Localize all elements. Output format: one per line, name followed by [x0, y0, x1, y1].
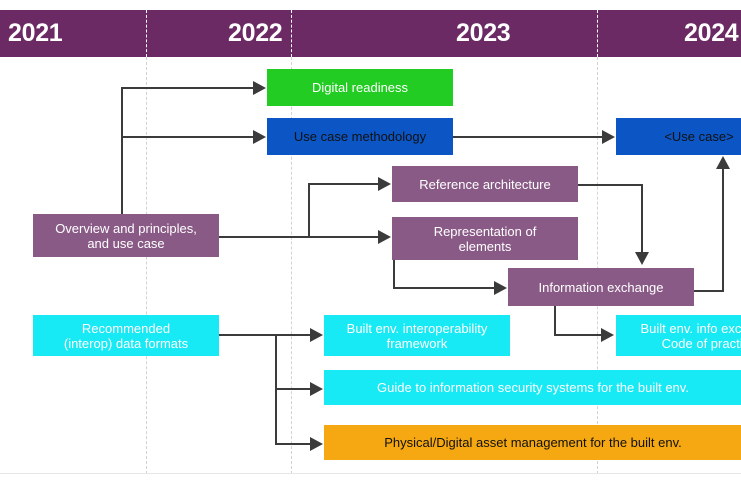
year-label-2024: 2024: [684, 19, 739, 47]
timeline-header-bar: [0, 10, 741, 57]
connector-to-information-exchange: [393, 287, 503, 289]
connector-overview-riser: [121, 87, 123, 215]
chart-baseline: [0, 473, 741, 474]
arrowhead-guide-information-security: [310, 382, 323, 396]
year-label-2021: 2021: [8, 19, 63, 47]
header-gridline-2023: [291, 10, 292, 57]
node-representation-of-elements[interactable]: Representation of elements: [392, 217, 578, 260]
connector-infoexchange-to-cop-v: [554, 306, 556, 336]
arrowhead-reference-architecture: [378, 177, 391, 191]
arrowhead-built-env-info-exchange: [601, 328, 614, 342]
connector-infoexchange-to-cop-h: [554, 334, 602, 336]
connector-infoexchange-to-usecase-h: [694, 290, 724, 292]
arrowhead-use-case-2024-bottom: [716, 156, 730, 169]
arrowhead-use-case-2024: [602, 130, 615, 144]
node-built-env-interoperability-framework[interactable]: Built env. interoperability framework: [324, 315, 510, 356]
arrowhead-physical-digital-asset: [310, 437, 323, 451]
node-information-exchange[interactable]: Information exchange: [508, 268, 694, 306]
arrowhead-use-case-methodology: [253, 130, 266, 144]
arrowhead-representation-of-elements: [378, 230, 391, 244]
node-use-case-2024[interactable]: <Use case>: [616, 118, 741, 155]
node-guide-information-security[interactable]: Guide to information security systems fo…: [324, 370, 741, 405]
node-recommended-data-formats[interactable]: Recommended (interop) data formats: [33, 315, 219, 356]
connector-formats-to-asset-management: [275, 443, 312, 445]
node-use-case-methodology[interactable]: Use case methodology: [267, 118, 453, 155]
arrowhead-information-exchange: [494, 281, 507, 295]
node-overview-and-principles[interactable]: Overview and principles, and use case: [33, 214, 219, 257]
node-physical-digital-asset-management[interactable]: Physical/Digital asset management for th…: [324, 425, 741, 460]
header-gridline-2024: [597, 10, 598, 57]
body-gridline-2023: [291, 57, 292, 474]
connector-overview-to-use-case-methodology: [121, 136, 255, 138]
connector-overview-trunk: [219, 236, 381, 238]
header-gridline-2022: [146, 10, 147, 57]
node-digital-readiness[interactable]: Digital readiness: [267, 69, 453, 106]
connector-methodology-to-use-case-2024: [453, 136, 604, 138]
connector-refarch-to-infoexchange-v: [641, 184, 643, 254]
node-reference-architecture[interactable]: Reference architecture: [392, 166, 578, 202]
connector-refarch-to-infoexchange-h: [578, 184, 643, 186]
connector-infoexchange-to-usecase-v: [722, 168, 724, 292]
arrowhead-information-exchange-top: [635, 252, 649, 265]
year-label-2022: 2022: [228, 19, 283, 47]
arrowhead-digital-readiness: [253, 81, 266, 95]
node-built-env-info-exchange-cop[interactable]: Built env. info exchange Code of practic…: [616, 315, 741, 356]
connector-formats-to-guide: [275, 388, 312, 390]
body-gridline-2022: [146, 57, 147, 474]
arrowhead-interoperability-framework: [310, 328, 323, 342]
connector-to-reference-architecture: [308, 183, 380, 185]
connector-branch-reference-architecture: [308, 183, 310, 238]
body-gridline-2024: [597, 57, 598, 474]
year-label-2023: 2023: [456, 19, 511, 47]
connector-overview-to-digital-readiness: [121, 87, 255, 89]
connector-formats-trunk: [219, 334, 312, 336]
connector-branch-information-exchange: [393, 236, 395, 287]
